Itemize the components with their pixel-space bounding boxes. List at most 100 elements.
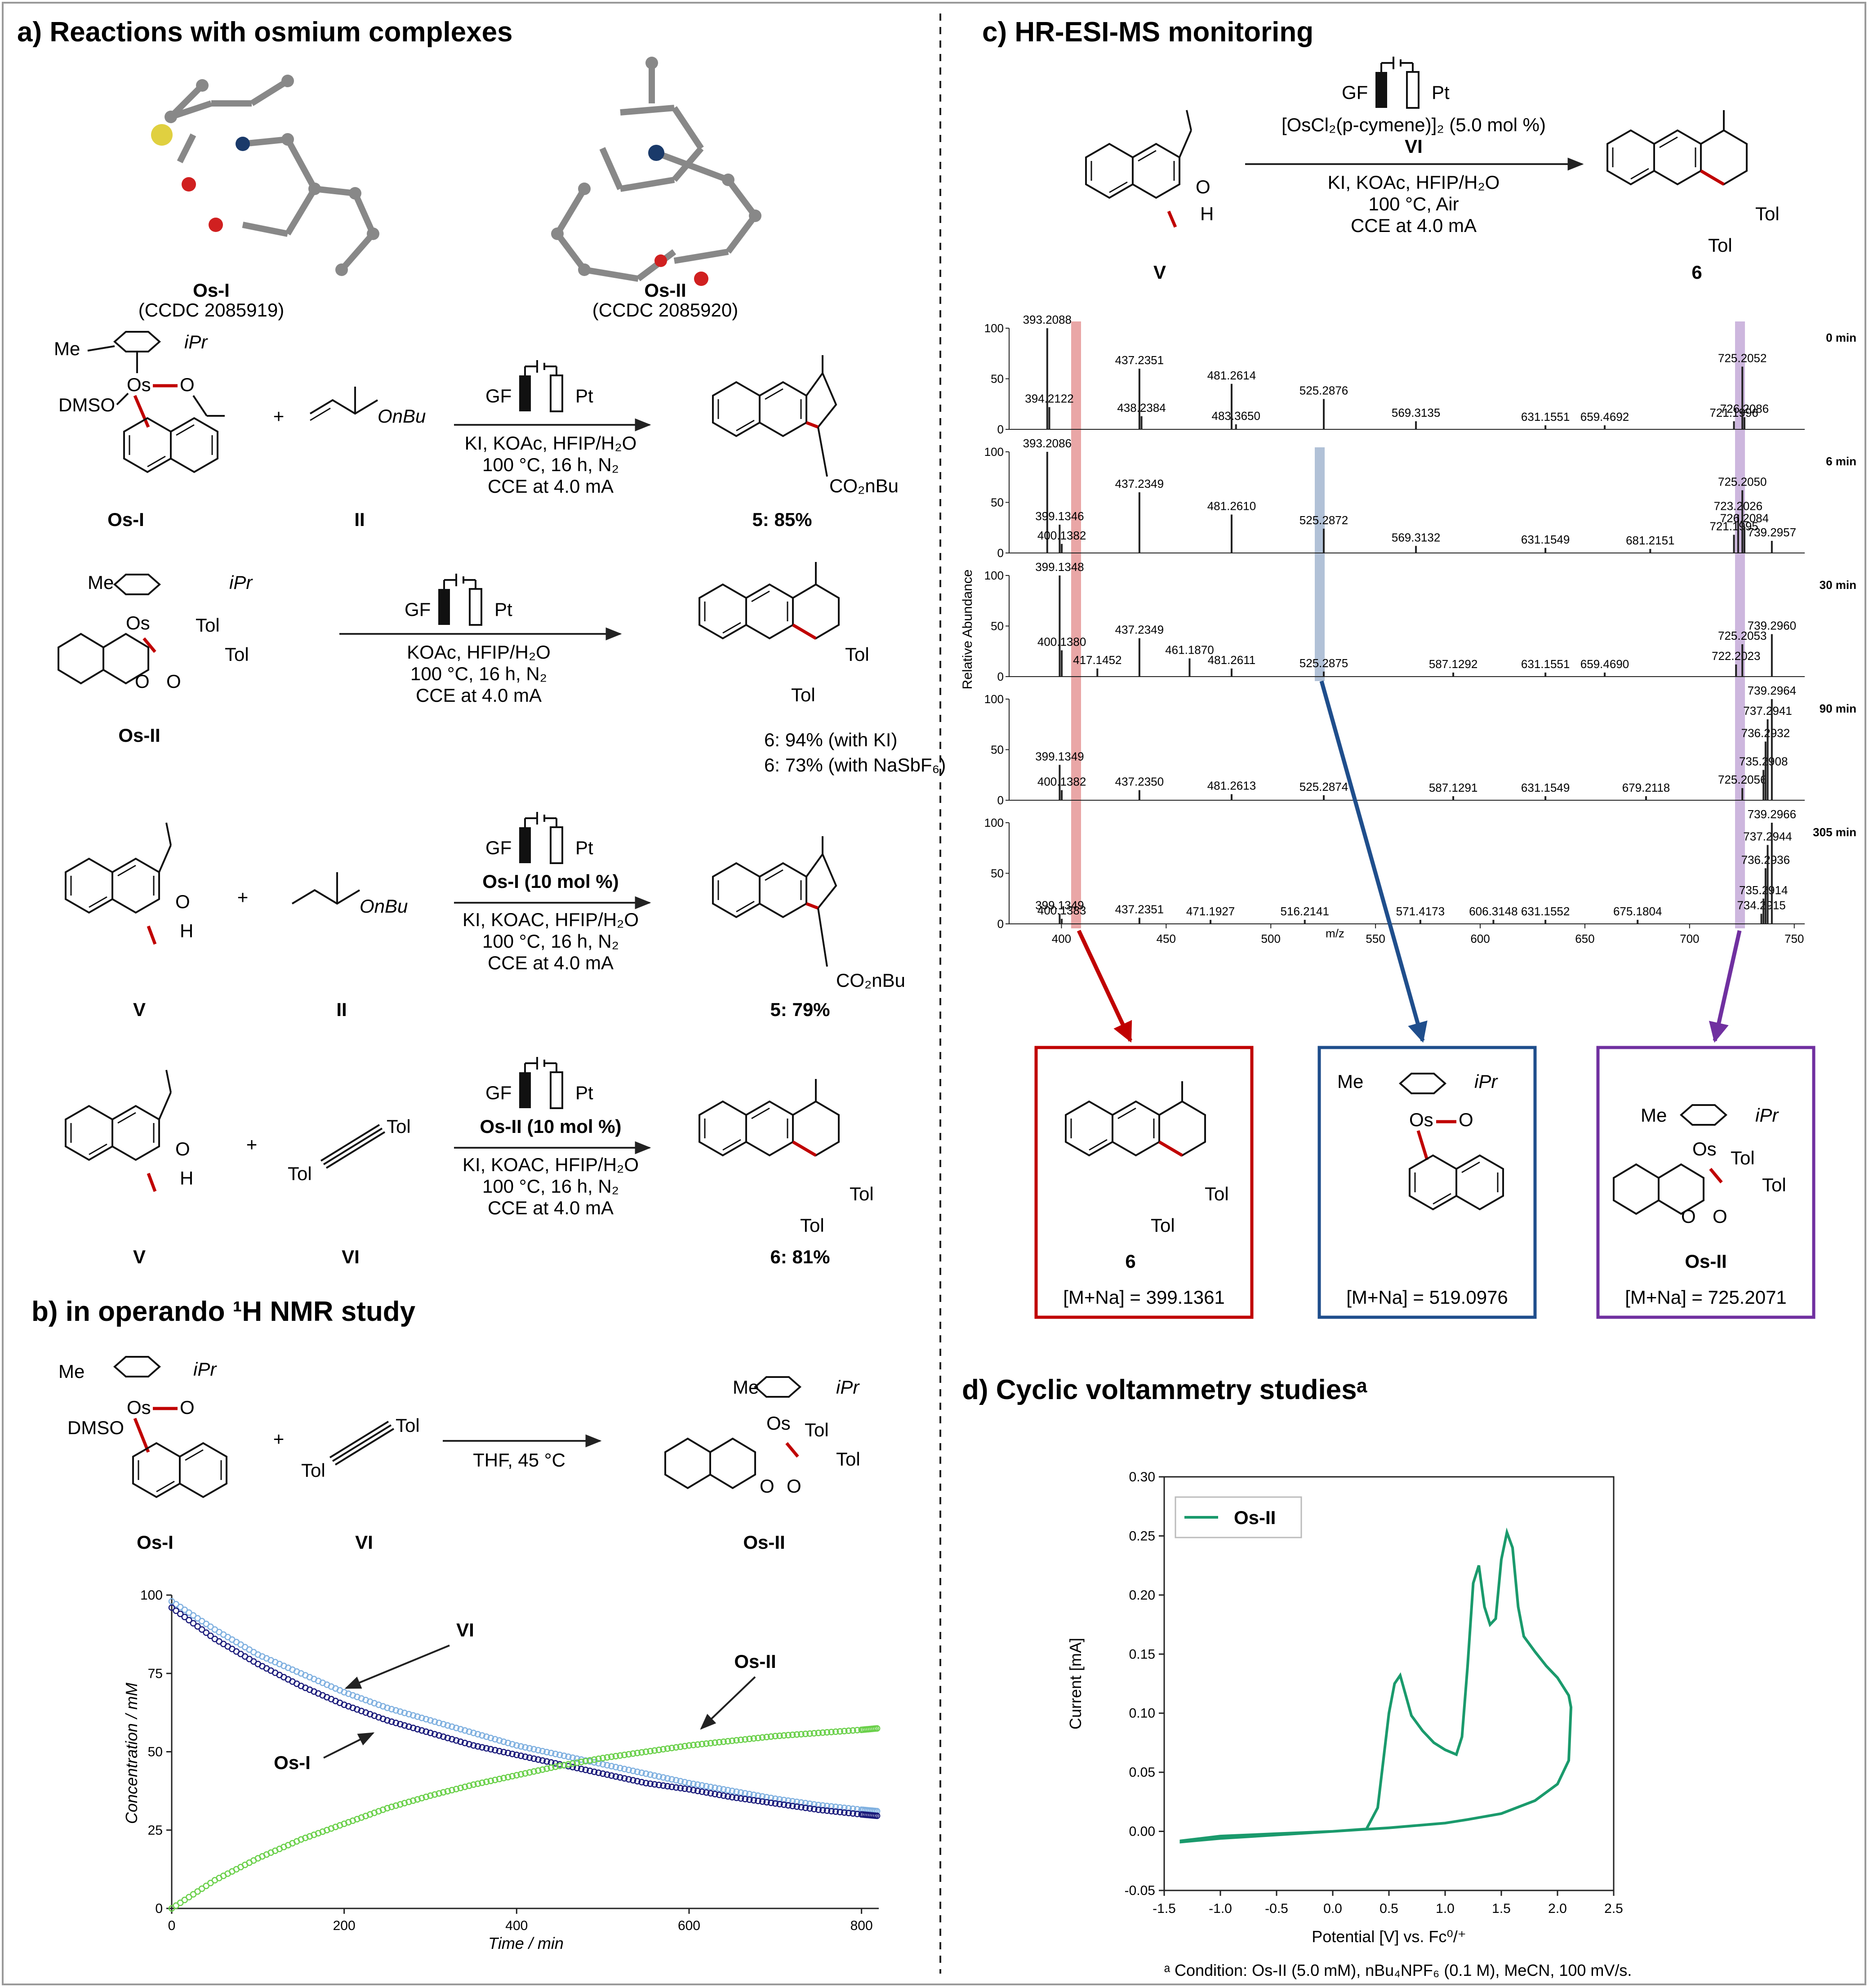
nmr-point [608, 1763, 615, 1770]
svg-text:Me: Me [88, 572, 114, 593]
ms-peak-label: 726.2084 [1720, 512, 1769, 525]
nmr-point [780, 1732, 788, 1739]
nmr-x-tick-label: 800 [850, 1918, 873, 1933]
ms-x-tick-label: 600 [1470, 932, 1490, 945]
svg-text:Tol: Tol [805, 1419, 829, 1440]
rxn2-electrodes: GF Pt [405, 573, 512, 626]
nmr-point [793, 1731, 801, 1738]
nmr-point [569, 1760, 576, 1767]
nmr-point [384, 1805, 391, 1812]
nmr-point [845, 1727, 852, 1734]
nmr-point [461, 1739, 468, 1747]
nmr-point [759, 1798, 766, 1805]
ms-x-tick-label: 450 [1157, 932, 1176, 945]
nmr-point [634, 1750, 641, 1756]
nmr-point [431, 1718, 438, 1725]
nmr-point [793, 1803, 801, 1810]
rxn2-reactant-os-ii: Me iPr Os Tol Tol O O [58, 572, 253, 692]
nmr-point [785, 1802, 792, 1809]
ms-x-tick-label: 650 [1575, 932, 1594, 945]
os-i-ccdc: (CCDC 2085919) [138, 299, 284, 321]
svg-text:GF: GF [485, 1082, 512, 1103]
nmr-point [431, 1731, 438, 1738]
nmr-point [522, 1744, 529, 1751]
nmr-point [181, 1614, 188, 1621]
ms-peak-label: 737.2944 [1743, 830, 1792, 843]
species-box-os-ii: Me iPr Os Tol Tol O O Os-II [M+Na] = 725… [1596, 1046, 1816, 1319]
nmr-point [556, 1762, 563, 1770]
nmr-point [513, 1752, 520, 1758]
ms-y-tick-label: 0 [997, 793, 1004, 807]
nmr-point [470, 1742, 477, 1749]
cv-x-tick-label: 0.5 [1380, 1901, 1398, 1916]
cv-legend-label: Os-II [1234, 1507, 1276, 1528]
panel-c-product-label: 6 [1691, 262, 1702, 283]
panel-b-conditions: THF, 45 °C [473, 1449, 565, 1471]
nmr-point [582, 1758, 589, 1765]
nmr-point [742, 1796, 748, 1802]
rxn3-reactant-v: O H [65, 822, 193, 945]
nmr-point [625, 1751, 632, 1758]
nmr-point [750, 1735, 757, 1742]
nmr-point [474, 1743, 481, 1750]
nmr-point [457, 1738, 464, 1745]
nmr-point [599, 1770, 606, 1777]
ms-peak-label: 393.2088 [1023, 313, 1072, 326]
nmr-point [457, 1784, 464, 1792]
cv-y-tick-label: 0.15 [1129, 1647, 1155, 1662]
cv-y-tick-label: 0.20 [1129, 1588, 1155, 1603]
nmr-point [828, 1808, 835, 1814]
dmso-label: DMSO [58, 394, 115, 415]
nmr-point [535, 1747, 542, 1754]
nmr-point [574, 1759, 580, 1766]
nmr-point [401, 1722, 408, 1729]
ms-time-label: 0 min [1826, 331, 1856, 344]
nmr-point [841, 1728, 848, 1734]
rxn3-electrodes: GF Pt [485, 811, 593, 864]
nmr-xlabel: Time / min [488, 1934, 564, 1952]
ms-ylabel: Relative Abundance [960, 570, 975, 690]
rxn4-reactant-alkyne: Tol Tol [288, 1116, 411, 1184]
nmr-point [401, 1800, 408, 1807]
panel-a-title: a) Reactions with osmium complexes [17, 17, 513, 48]
nmr-point [841, 1809, 848, 1816]
ms-peak-label: 726.2086 [1720, 402, 1769, 415]
nmr-point [513, 1772, 520, 1779]
nmr-point [517, 1743, 525, 1750]
ms-peak-label: 569.3135 [1392, 406, 1440, 419]
rxn2-product-label-1: 6: 94% (with KI) [764, 729, 897, 750]
nmr-point [806, 1730, 813, 1737]
rxn4-product-label: 6: 81% [770, 1246, 830, 1267]
nmr-point [388, 1803, 395, 1810]
ms-x-tick-label: 750 [1784, 932, 1804, 945]
nmr-point [789, 1802, 796, 1810]
nmr-point [699, 1788, 705, 1795]
ms-peak-label: 739.2966 [1748, 807, 1796, 821]
cv-x-tick-label: 2.0 [1548, 1901, 1567, 1916]
ms-y-tick-label: 50 [991, 743, 1004, 757]
nmr-point [802, 1730, 809, 1738]
rxn4-reactant1-label: V [133, 1246, 146, 1267]
ms-y-tick-label: 100 [984, 816, 1004, 829]
nmr-point [397, 1708, 404, 1715]
ms-peak-label: 399.1349 [1035, 749, 1084, 763]
nmr-series-os-i [168, 1604, 881, 1819]
nmr-point [556, 1752, 563, 1758]
svg-text:Tol: Tol [791, 684, 815, 705]
nmr-point [630, 1750, 636, 1757]
rxn4-cond-1: 100 °C, 16 h, N₂ [482, 1176, 619, 1197]
nmr-point [492, 1747, 498, 1754]
nmr-point [504, 1774, 512, 1781]
rxn1-reactant1-label: Os-I [107, 509, 144, 530]
ms-y-tick-label: 50 [991, 372, 1004, 386]
nmr-point [466, 1728, 473, 1735]
nmr-point [668, 1783, 675, 1790]
nmr-point [776, 1732, 783, 1739]
nmr-point [828, 1803, 835, 1810]
nmr-point [483, 1779, 490, 1785]
nmr-point [681, 1785, 688, 1792]
ms-peak-label: 393.2086 [1023, 437, 1072, 450]
onbu-label: OnBu [378, 406, 426, 427]
nmr-point [496, 1775, 503, 1783]
